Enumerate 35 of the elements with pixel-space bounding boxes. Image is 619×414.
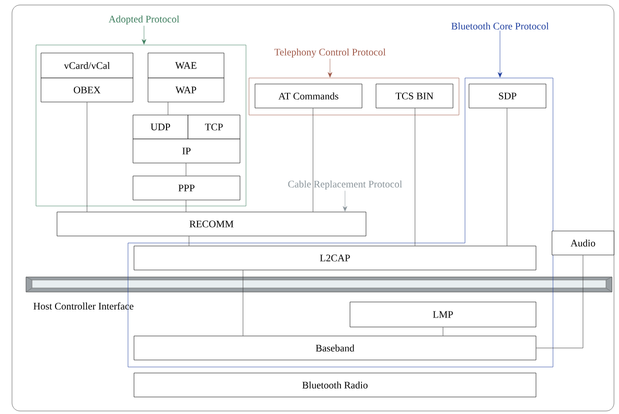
protocol-box: WAP — [148, 78, 224, 102]
connector-line — [442, 327, 444, 336]
protocol-box: AT Commands — [254, 84, 362, 108]
connector-line — [312, 108, 314, 212]
connector-line — [506, 108, 508, 246]
group-outline — [36, 44, 246, 206]
protocol-box: TCS BIN — [376, 84, 454, 108]
pointer-arrow — [142, 26, 146, 44]
protocol-box: RECOMM — [56, 212, 366, 236]
protocol-box: WAE — [148, 52, 224, 78]
group-heading: Adopted Protocol — [108, 15, 180, 25]
connector-line — [536, 255, 584, 348]
protocol-box: Baseband — [134, 336, 536, 360]
group-outline — [248, 78, 460, 116]
connector-line — [188, 236, 190, 246]
connector-line — [86, 102, 88, 212]
interface-label: Host Controller Interface — [34, 302, 134, 310]
connector-line — [414, 108, 416, 246]
protocol-box: OBEX — [40, 78, 134, 102]
group-heading: Bluetooth Core Protocol — [451, 22, 549, 30]
protocol-box: PPP — [132, 176, 240, 200]
protocol-box: Audio — [552, 230, 614, 256]
protocol-box: vCard/vCal — [40, 52, 134, 78]
protocol-box: L2CAP — [134, 246, 536, 270]
pointer-arrow — [498, 30, 502, 78]
pointer-arrow — [342, 190, 348, 212]
group-heading: Telephony Control Protocol — [274, 48, 386, 58]
connector-line — [242, 270, 244, 336]
protocol-box: Bluetooth Radio — [134, 372, 536, 398]
protocol-box: TCP — [188, 114, 240, 140]
protocol-box: LMP — [350, 302, 536, 328]
group-heading: Cable Replacement Protocol — [288, 180, 402, 190]
protocol-box: SDP — [468, 84, 546, 108]
protocol-box: UDP — [132, 114, 188, 140]
pointer-arrow — [328, 58, 332, 78]
